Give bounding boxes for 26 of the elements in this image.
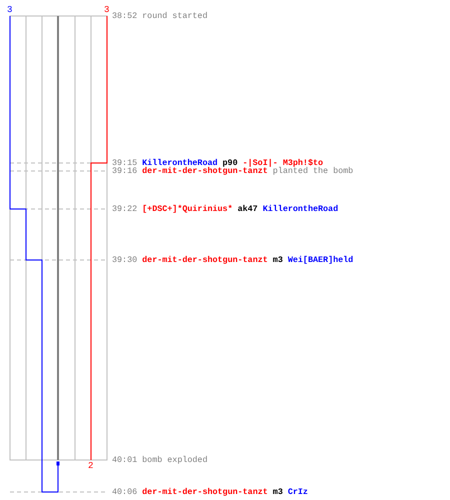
player-name: -|SoI|- M3ph!$to: [242, 158, 324, 168]
timestamp: 40:01: [112, 455, 138, 465]
timestamp: 39:15: [112, 158, 138, 168]
event-text: planted the bomb: [272, 166, 354, 176]
player-name: KillerontheRoad: [142, 158, 218, 168]
timestamp: 39:30: [112, 255, 138, 265]
event-text: bomb exploded: [142, 455, 208, 465]
weapon-name: m3: [272, 255, 283, 265]
weapon-name: m3: [272, 487, 283, 497]
player-count: 3: [7, 5, 12, 15]
player-count: 2: [88, 461, 94, 471]
player-name: der-mit-der-shotgun-tanzt: [142, 255, 268, 265]
player-name: KillerontheRoad: [262, 204, 338, 214]
player-name: der-mit-der-shotgun-tanzt: [142, 166, 268, 176]
event-text: round started: [142, 11, 208, 21]
timestamp: 40:06: [112, 487, 138, 497]
weapon-name: p90: [222, 158, 238, 168]
player-count: 3: [104, 5, 110, 15]
timestamp: 39:16: [112, 166, 138, 176]
player-name: [+DSC+]*Quirinius*: [142, 204, 233, 214]
player-name: der-mit-der-shotgun-tanzt: [142, 487, 268, 497]
player-name: CrIz: [288, 487, 308, 497]
timestamp: 39:22: [112, 204, 138, 214]
weapon-name: ak47: [238, 204, 258, 214]
timestamp: 38:52: [112, 11, 138, 21]
player-name: Wei[BAER]held: [288, 255, 354, 265]
